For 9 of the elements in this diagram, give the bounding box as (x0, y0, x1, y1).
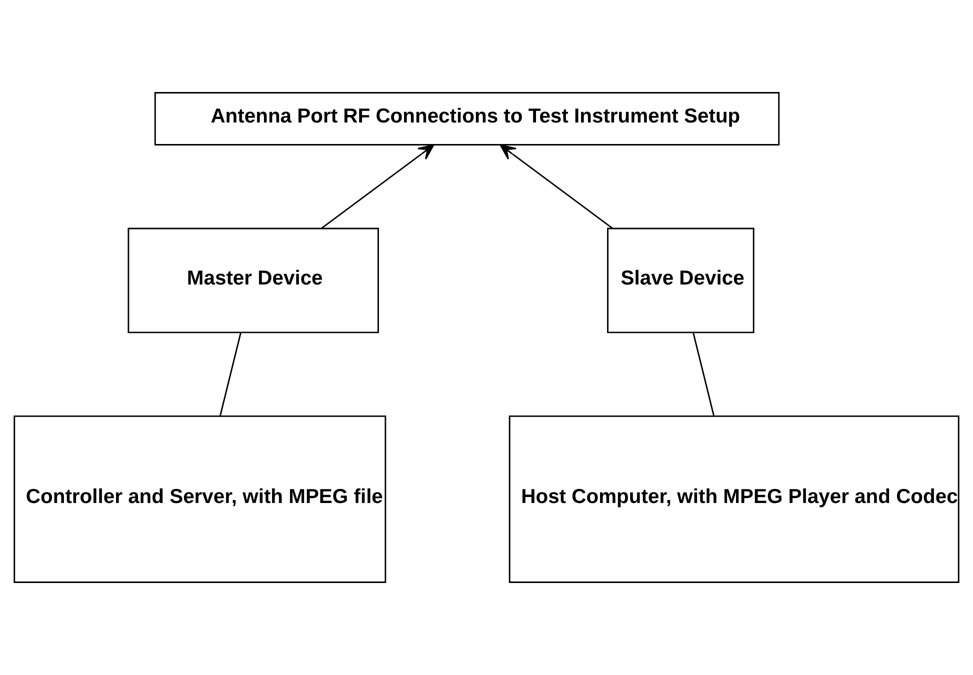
node-box: Controller and Server, with MPEG file (14, 415, 386, 583)
arrow (500, 144, 613, 229)
connector (219, 332, 242, 416)
node-box: Host Computer, with MPEG Player and Codec (508, 415, 960, 583)
connector (692, 332, 715, 416)
node-box: Master Device (128, 228, 379, 334)
node-box: Antenna Port RF Connections to Test Instrument Setup (154, 92, 780, 146)
arrow (321, 144, 434, 229)
node-box: Slave Device (607, 228, 754, 334)
